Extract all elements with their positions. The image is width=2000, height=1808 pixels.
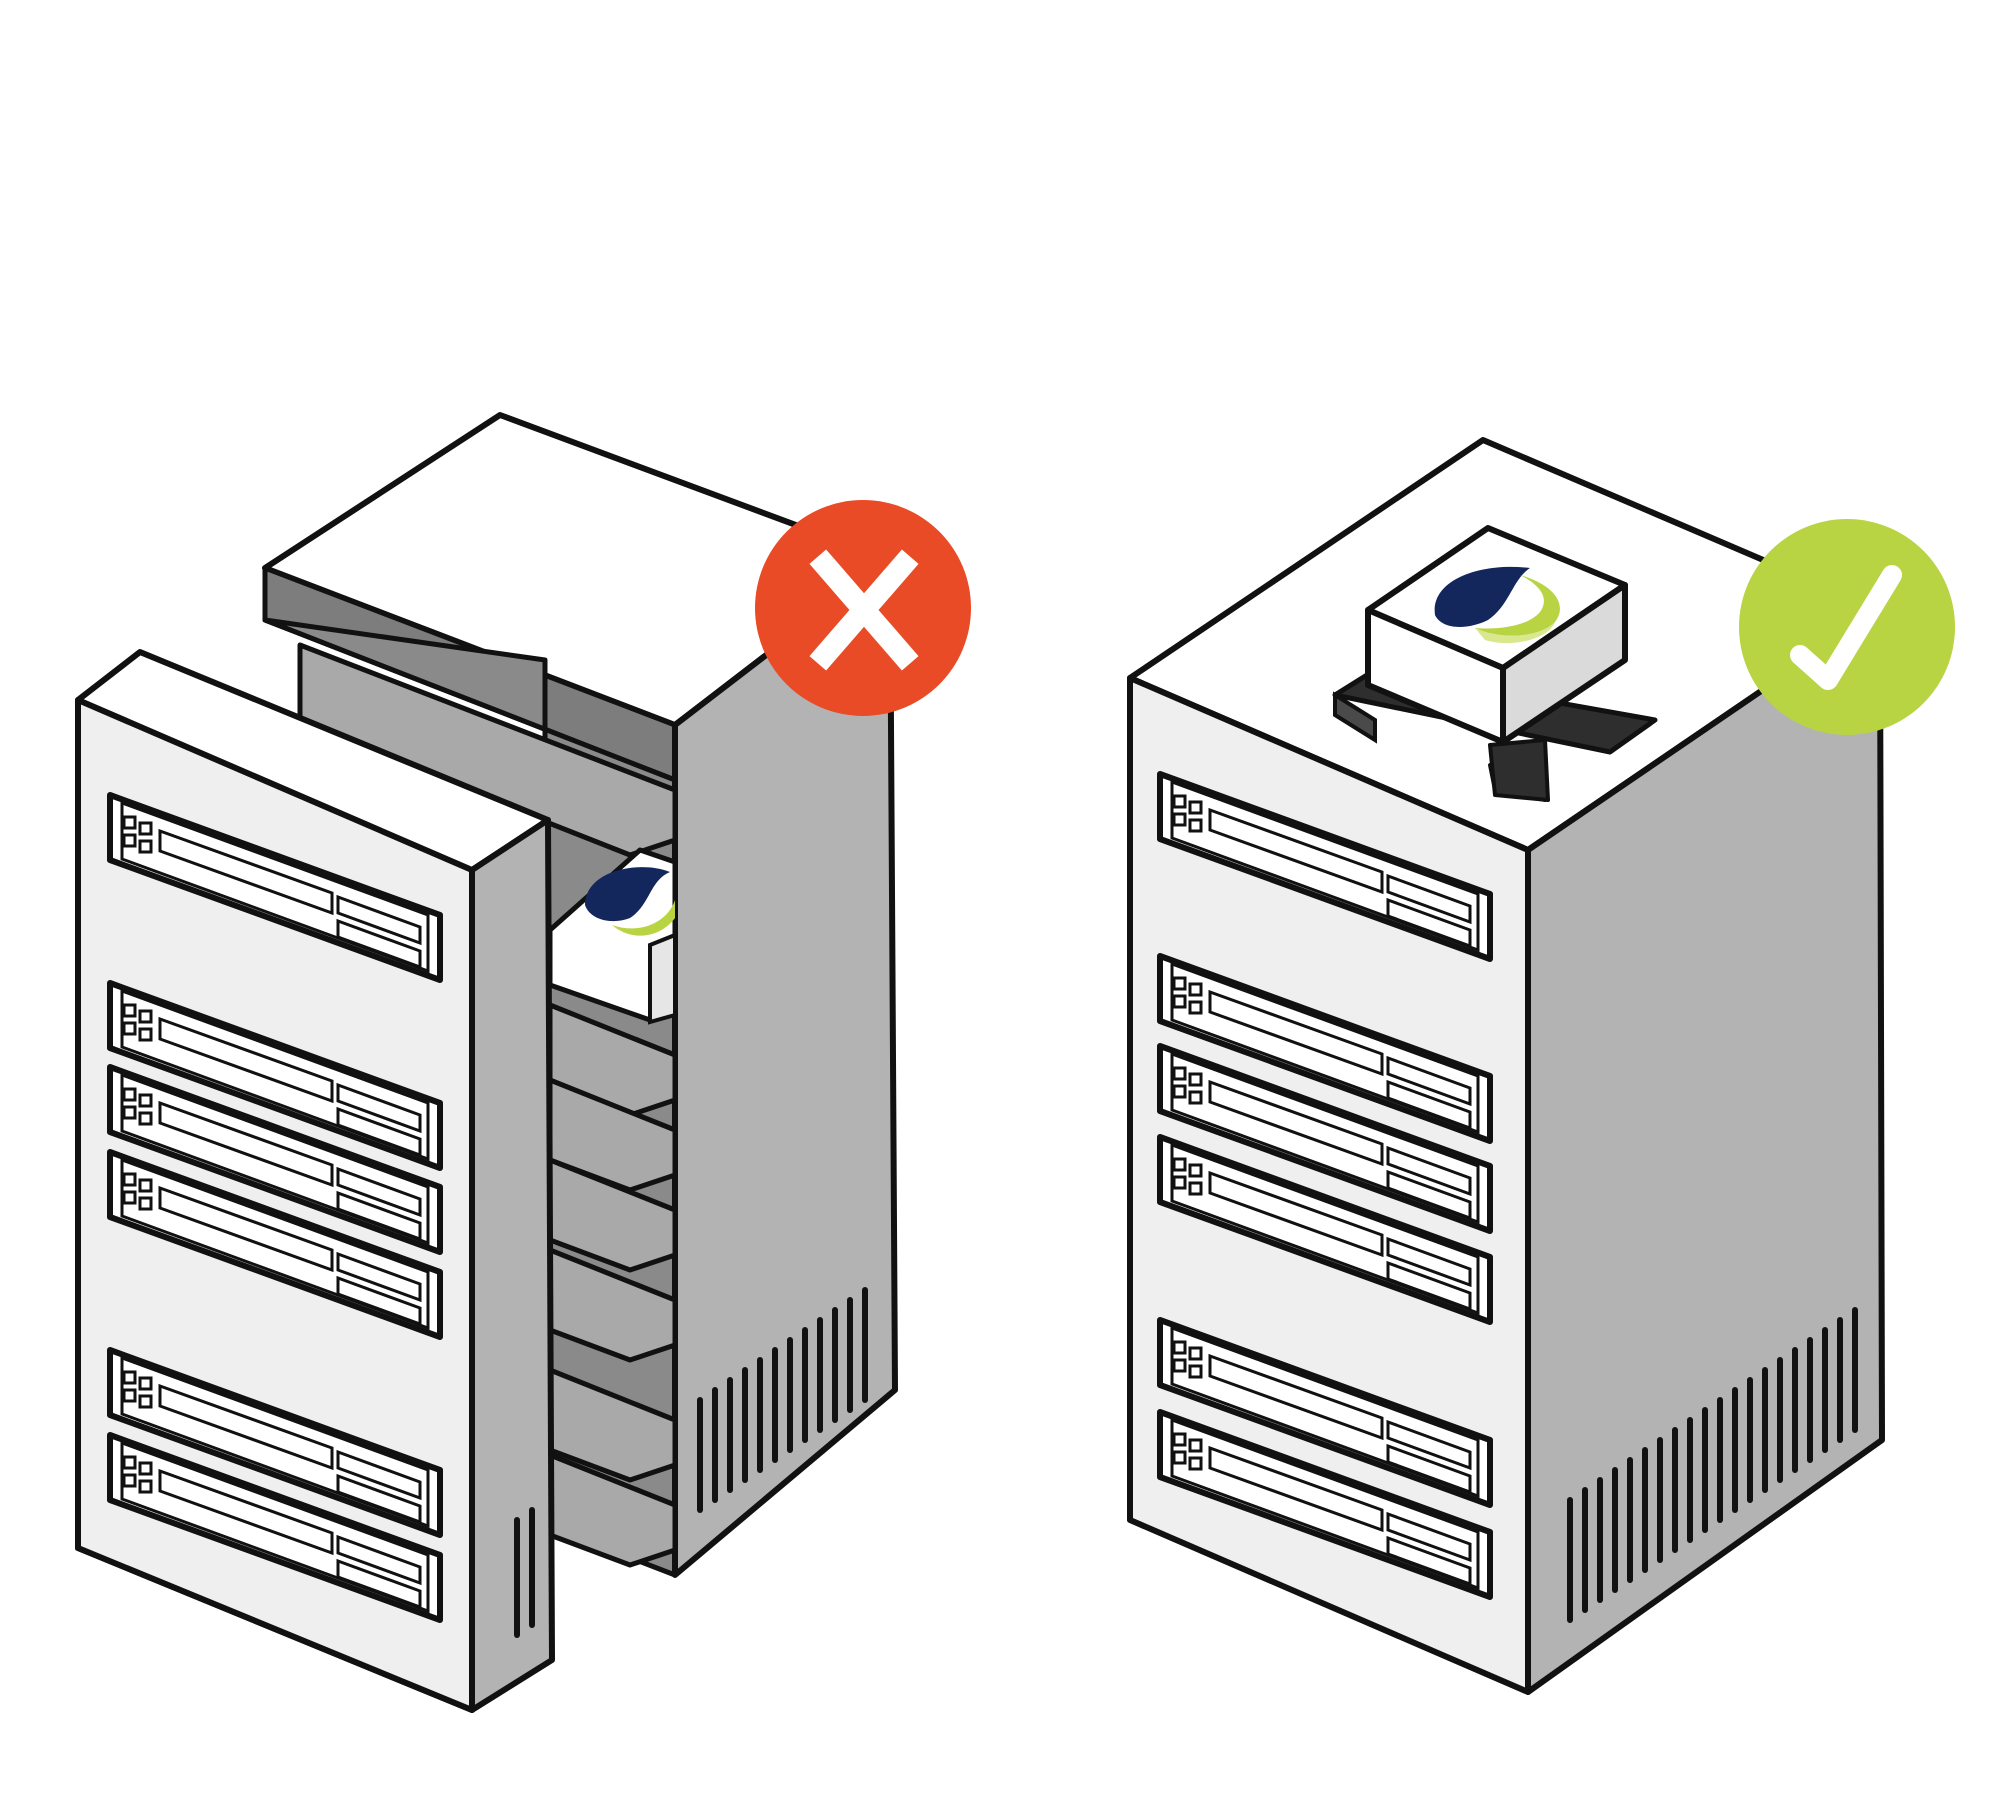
incorrect-panel <box>75 412 971 1713</box>
open-rack-front-door <box>75 649 555 1713</box>
front-door-edge-vents <box>514 1507 535 1638</box>
front-door-edge <box>469 817 555 1713</box>
check-icon <box>1790 565 1902 690</box>
closed-rack-side-vents <box>1567 1307 1858 1623</box>
device-logo <box>1434 566 1560 644</box>
logo-green-arc <box>1475 575 1560 636</box>
logo-navy-mark <box>1434 566 1530 627</box>
device-side <box>1500 582 1628 745</box>
logo-green-light-arc <box>1475 622 1555 644</box>
correct-badge-circle <box>1739 519 1955 735</box>
correct-badge <box>1739 519 1955 735</box>
rack-side-vents <box>697 1287 868 1513</box>
hidden-device-box <box>547 847 678 1025</box>
open-rack-frame <box>262 412 898 1578</box>
incorrect-badge <box>755 500 971 716</box>
correct-panel <box>1127 437 1955 1695</box>
hidden-device-logo <box>585 867 675 936</box>
top-mounted-device <box>1365 525 1628 745</box>
x-icon <box>809 549 919 671</box>
